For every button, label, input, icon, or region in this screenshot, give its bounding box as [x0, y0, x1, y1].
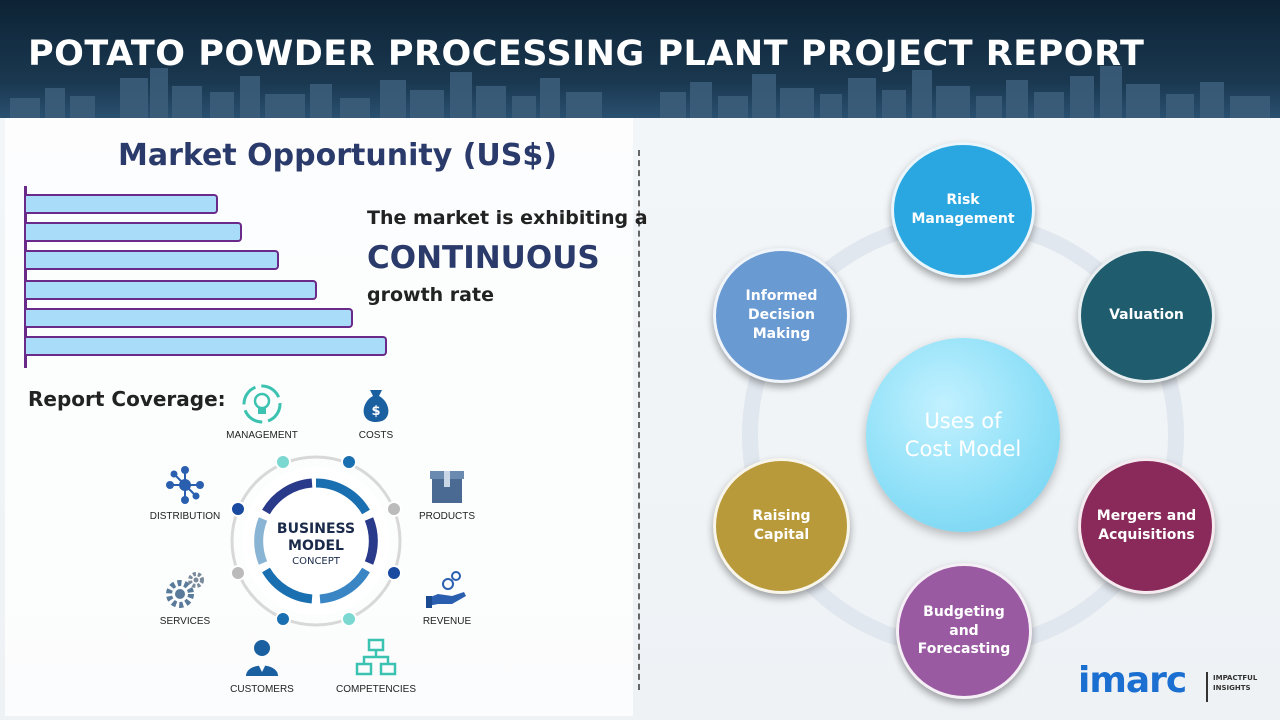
cost-model-center-label: Uses of Cost Model: [904, 408, 1022, 461]
money-bag-icon: $: [363, 390, 389, 422]
coverage-costs: $ COSTS: [321, 382, 431, 441]
growth-bar-3: [26, 250, 279, 270]
city-skyline-graphic: [10, 66, 1270, 118]
logo-tagline: IMPACTFUL INSIGHTS: [1213, 674, 1258, 692]
coverage-label: DISTRIBUTION: [149, 511, 221, 522]
network-icon: [166, 466, 204, 504]
logo-text: imarc: [1078, 660, 1187, 701]
node-label: Raising Capital: [752, 508, 811, 543]
business-model-line-3: CONCEPT: [292, 556, 341, 567]
node-risk-management: Risk Management: [891, 142, 1035, 278]
growth-bar-1: [26, 194, 218, 214]
market-opportunity-title: Market Opportunity (US$): [118, 138, 557, 173]
business-model-ring: BUSINESS MODEL CONCEPT: [230, 454, 402, 627]
coverage-label: COMPETENCIES: [335, 684, 416, 695]
node-valuation: Valuation: [1078, 248, 1215, 383]
panel-divider: [638, 150, 640, 690]
hand-coins-icon: [426, 571, 466, 608]
market-text-highlight: CONTINUOUS: [367, 240, 600, 276]
coverage-label: PRODUCTS: [418, 511, 476, 522]
coverage-customers: CUSTOMERS: [207, 636, 317, 695]
node-informed-decision-making: Informed Decision Making: [713, 248, 850, 383]
gears-icon: [166, 572, 204, 608]
coverage-management: MANAGEMENT: [207, 382, 317, 441]
svg-text:$: $: [371, 404, 380, 419]
coverage-distribution: DISTRIBUTION: [130, 463, 240, 522]
node-label: Valuation: [1109, 307, 1184, 324]
report-coverage-title: Report Coverage:: [28, 387, 226, 411]
coverage-label: REVENUE: [422, 616, 472, 627]
box-icon: [430, 471, 464, 503]
left-panel: [5, 118, 633, 716]
business-model-line-1: BUSINESS: [277, 521, 355, 537]
growth-bar-5: [26, 308, 353, 328]
market-text-line-3: growth rate: [367, 284, 494, 306]
coverage-label: COSTS: [358, 430, 394, 441]
growth-bar-4: [26, 280, 317, 300]
lightbulb-cycle-icon: [242, 384, 282, 424]
page-title: POTATO POWDER PROCESSING PLANT PROJECT R…: [28, 34, 1145, 74]
cost-model-center: Uses of Cost Model: [866, 338, 1060, 532]
business-model-line-2: MODEL: [288, 538, 344, 554]
coverage-products: PRODUCTS: [392, 463, 502, 522]
growth-bar-6: [26, 336, 387, 356]
node-mergers-acquisitions: Mergers and Acquisitions: [1078, 458, 1215, 594]
person-icon: [246, 640, 278, 676]
hierarchy-icon: [355, 638, 397, 676]
node-label: Budgeting and Forecasting: [917, 603, 1011, 658]
node-budgeting-forecasting: Budgeting and Forecasting: [896, 563, 1032, 699]
node-label: Mergers and Acquisitions: [1096, 508, 1197, 543]
node-raising-capital: Raising Capital: [713, 458, 850, 594]
coverage-label: MANAGEMENT: [226, 430, 298, 441]
coverage-services: SERVICES: [130, 568, 240, 627]
logo-divider: [1206, 672, 1208, 702]
node-label: Informed Decision Making: [745, 288, 818, 342]
bar-axis: [24, 186, 27, 368]
coverage-label: CUSTOMERS: [230, 684, 294, 695]
coverage-revenue: REVENUE: [392, 568, 502, 627]
node-label: Risk Management: [911, 192, 1015, 227]
coverage-competencies: COMPETENCIES: [321, 636, 431, 695]
header-banner: POTATO POWDER PROCESSING PLANT PROJECT R…: [0, 0, 1280, 118]
coverage-label: SERVICES: [159, 616, 211, 627]
growth-bar-2: [26, 222, 242, 242]
market-text-line-1: The market is exhibiting a: [367, 207, 648, 229]
